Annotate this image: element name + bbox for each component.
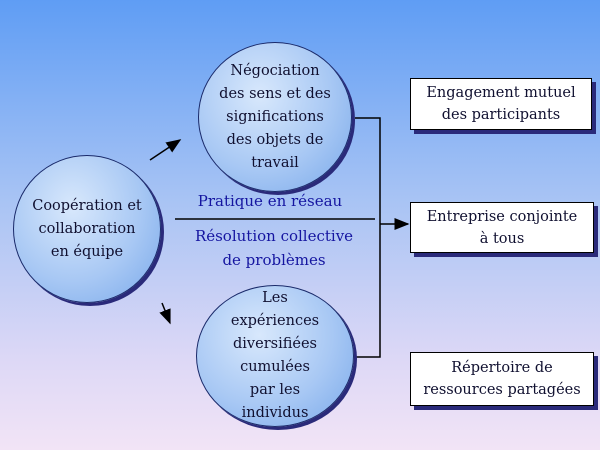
left-ellipse-text: Coopération et collaboration en équipe <box>32 197 142 260</box>
outcome-box-repertoire: Répertoire de ressources partagées <box>410 352 594 406</box>
bottom-ellipse: Les expériences diversifiées cumulées pa… <box>196 285 354 427</box>
bracket-connector <box>355 117 381 358</box>
outcome-box-text: Engagement mutuel des participants <box>426 85 576 123</box>
label-resolution-text: Résolution collective de problèmes <box>194 227 354 269</box>
left-ellipse: Coopération et collaboration en équipe <box>13 155 161 303</box>
bottom-ellipse-text: Les expériences diversifiées cumulées pa… <box>230 290 320 421</box>
top-ellipse-text: Négociation des sens et des significatio… <box>219 62 331 171</box>
outcome-box-text: Entreprise conjointe à tous <box>426 208 578 247</box>
top-ellipse: Négociation des sens et des significatio… <box>198 42 352 192</box>
label-practice: Pratique en réseau <box>180 189 360 213</box>
outcome-box-engagement: Engagement mutuel des participants <box>410 78 592 130</box>
arrow-up-right-icon <box>149 139 182 161</box>
outcome-box-entreprise: Entreprise conjointe à tous <box>410 202 594 253</box>
label-resolution: Résolution collective de problèmes <box>176 224 372 272</box>
label-practice-text: Pratique en réseau <box>197 192 343 210</box>
outcome-box-text: Répertoire de ressources partagées <box>423 360 581 398</box>
arrow-down-right-icon <box>159 302 171 325</box>
